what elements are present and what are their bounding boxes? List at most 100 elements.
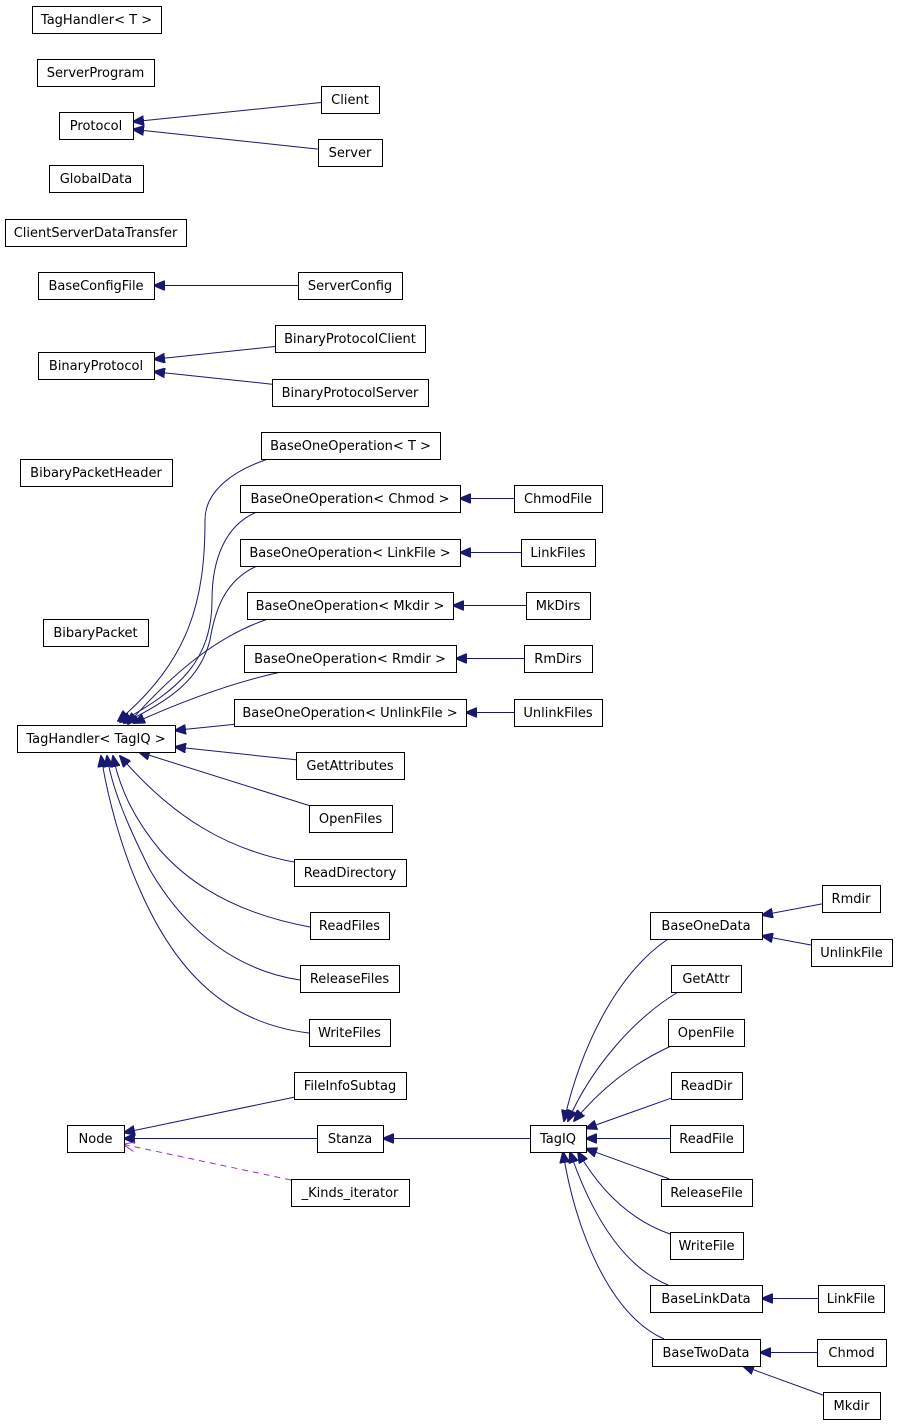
class-node-getattributes[interactable]: GetAttributes bbox=[296, 752, 405, 780]
class-box bbox=[32, 6, 162, 34]
class-node-baseoneop_chmod[interactable]: BaseOneOperation< Chmod > bbox=[240, 485, 461, 513]
class-node-binaryprotocolserver[interactable]: BinaryProtocolServer bbox=[272, 379, 429, 407]
class-box bbox=[817, 1339, 887, 1367]
class-node-unlinkfile[interactable]: UnlinkFile bbox=[811, 939, 893, 967]
class-node-taghandler_t[interactable]: TagHandler< T > bbox=[32, 6, 162, 34]
class-node-chmod[interactable]: Chmod bbox=[817, 1339, 887, 1367]
class-node-binaryprotocol[interactable]: BinaryProtocol bbox=[38, 352, 155, 380]
class-label: ServerProgram bbox=[47, 66, 144, 81]
class-node-readfiles[interactable]: ReadFiles bbox=[310, 912, 390, 940]
class-box bbox=[37, 59, 155, 87]
class-node-rmdir[interactable]: Rmdir bbox=[822, 885, 881, 913]
class-node-bibarypacketheader[interactable]: BibaryPacketHeader bbox=[20, 459, 173, 487]
class-node-writefile[interactable]: WriteFile bbox=[670, 1232, 744, 1260]
class-box bbox=[291, 1179, 410, 1207]
edge-baseoneop_linkfile-to-taghandler_tagiq bbox=[124, 565, 258, 723]
class-label: Protocol bbox=[70, 119, 122, 134]
class-node-globaldata[interactable]: GlobalData bbox=[49, 165, 144, 193]
class-node-baselinkdata[interactable]: BaseLinkData bbox=[650, 1285, 763, 1313]
class-node-clientserverdatatransfer[interactable]: ClientServerDataTransfer bbox=[5, 219, 187, 247]
class-node-readdirectory[interactable]: ReadDirectory bbox=[294, 859, 407, 887]
class-node-baseoneop_t[interactable]: BaseOneOperation< T > bbox=[261, 432, 441, 460]
edge-client-to-protocol bbox=[133, 102, 322, 122]
class-box bbox=[59, 112, 134, 140]
class-label: ReadDir bbox=[681, 1079, 733, 1094]
class-node-baseoneop_linkfile[interactable]: BaseOneOperation< LinkFile > bbox=[240, 539, 461, 567]
class-node-linkfile[interactable]: LinkFile bbox=[818, 1285, 885, 1313]
class-box bbox=[240, 485, 461, 513]
class-box bbox=[670, 1232, 744, 1260]
class-box bbox=[38, 272, 155, 300]
class-node-linkfiles[interactable]: LinkFiles bbox=[521, 539, 596, 567]
class-node-mkdir[interactable]: Mkdir bbox=[823, 1392, 881, 1420]
class-node-bibarypacket[interactable]: BibaryPacket bbox=[43, 619, 149, 647]
class-node-unlinkfiles[interactable]: UnlinkFiles bbox=[514, 699, 603, 727]
class-node-baseoneop_mkdir[interactable]: BaseOneOperation< Mkdir > bbox=[247, 592, 454, 620]
class-node-openfiles[interactable]: OpenFiles bbox=[309, 805, 393, 833]
class-node-releasefiles[interactable]: ReleaseFiles bbox=[300, 965, 400, 993]
class-label: OpenFiles bbox=[319, 812, 382, 827]
class-node-baseoneop_unlinkfile[interactable]: BaseOneOperation< UnlinkFile > bbox=[234, 699, 467, 727]
class-box bbox=[272, 379, 429, 407]
edge-fileinfosubtag-to-node bbox=[124, 1096, 295, 1132]
class-node-serverconfig[interactable]: ServerConfig bbox=[298, 272, 403, 300]
class-node-binaryprotocolclient[interactable]: BinaryProtocolClient bbox=[275, 325, 426, 353]
class-box bbox=[671, 965, 742, 993]
class-box bbox=[294, 1072, 407, 1100]
class-label: Client bbox=[331, 93, 369, 108]
class-node-getattr[interactable]: GetAttr bbox=[671, 965, 742, 993]
edge-readdirectory-to-taghandler_tagiq bbox=[120, 756, 295, 863]
class-label: ReleaseFiles bbox=[310, 972, 390, 987]
class-label: Chmod bbox=[828, 1346, 874, 1361]
class-node-tagiq[interactable]: TagIQ bbox=[530, 1125, 587, 1153]
class-label: Mkdir bbox=[834, 1399, 871, 1414]
class-label: WriteFiles bbox=[318, 1026, 381, 1041]
class-box bbox=[247, 592, 454, 620]
class-node-client[interactable]: Client bbox=[321, 86, 380, 114]
class-box bbox=[261, 432, 441, 460]
class-box bbox=[240, 539, 461, 567]
class-node-server[interactable]: Server bbox=[318, 139, 383, 167]
class-node-baseoneop_rmdir[interactable]: BaseOneOperation< Rmdir > bbox=[244, 645, 457, 673]
edge-readfiles-to-taghandler_tagiq bbox=[113, 756, 311, 928]
class-node-protocol[interactable]: Protocol bbox=[59, 112, 134, 140]
class-label: BibaryPacketHeader bbox=[30, 466, 162, 481]
class-node-fileinfosubtag[interactable]: FileInfoSubtag bbox=[294, 1072, 407, 1100]
class-node-readdir[interactable]: ReadDir bbox=[671, 1072, 743, 1100]
class-label: Server bbox=[329, 146, 372, 161]
class-node-kinds_iterator[interactable]: _Kinds_iterator bbox=[291, 1179, 410, 1207]
class-box bbox=[650, 1285, 763, 1313]
class-box bbox=[5, 219, 187, 247]
class-node-rmdirs[interactable]: RmDirs bbox=[524, 645, 593, 673]
edge-baseoneop_unlinkfile-to-taghandler_tagiq bbox=[175, 723, 235, 730]
class-node-baseconfigfile[interactable]: BaseConfigFile bbox=[38, 272, 155, 300]
edge-baseoneop_t-to-taghandler_tagiq bbox=[118, 458, 269, 721]
edge-baseoneop_rmdir-to-taghandler_tagiq bbox=[134, 671, 282, 723]
class-label: BaseTwoData bbox=[662, 1346, 749, 1361]
class-label: FileInfoSubtag bbox=[304, 1079, 396, 1094]
edge-writefiles-to-taghandler_tagiq bbox=[101, 756, 310, 1034]
class-node-serverprogram[interactable]: ServerProgram bbox=[37, 59, 155, 87]
class-label: MkDirs bbox=[536, 599, 581, 614]
class-box bbox=[670, 1125, 744, 1153]
class-node-baseonedata[interactable]: BaseOneData bbox=[650, 912, 763, 940]
class-node-openfile[interactable]: OpenFile bbox=[668, 1019, 745, 1047]
class-box bbox=[309, 1019, 391, 1047]
class-node-chmodfile[interactable]: ChmodFile bbox=[514, 485, 603, 513]
class-box bbox=[49, 165, 144, 193]
class-node-writefiles[interactable]: WriteFiles bbox=[309, 1019, 391, 1047]
class-node-releasefile[interactable]: ReleaseFile bbox=[661, 1179, 753, 1207]
class-node-mkdirs[interactable]: MkDirs bbox=[526, 592, 591, 620]
class-node-stanza[interactable]: Stanza bbox=[317, 1125, 384, 1153]
class-box bbox=[244, 645, 457, 673]
class-node-taghandler_tagiq[interactable]: TagHandler< TagIQ > bbox=[17, 725, 176, 753]
class-node-readfile[interactable]: ReadFile bbox=[670, 1125, 744, 1153]
edge-baseonedata-to-tagiq bbox=[564, 938, 669, 1121]
class-node-node[interactable]: Node bbox=[67, 1125, 125, 1153]
class-label: ClientServerDataTransfer bbox=[14, 226, 178, 241]
class-box bbox=[318, 139, 383, 167]
class-node-basetwodata[interactable]: BaseTwoData bbox=[652, 1339, 761, 1367]
class-box bbox=[668, 1019, 745, 1047]
edge-getattr-to-tagiq bbox=[568, 991, 679, 1121]
edge-releasefiles-to-taghandler_tagiq bbox=[107, 756, 301, 981]
